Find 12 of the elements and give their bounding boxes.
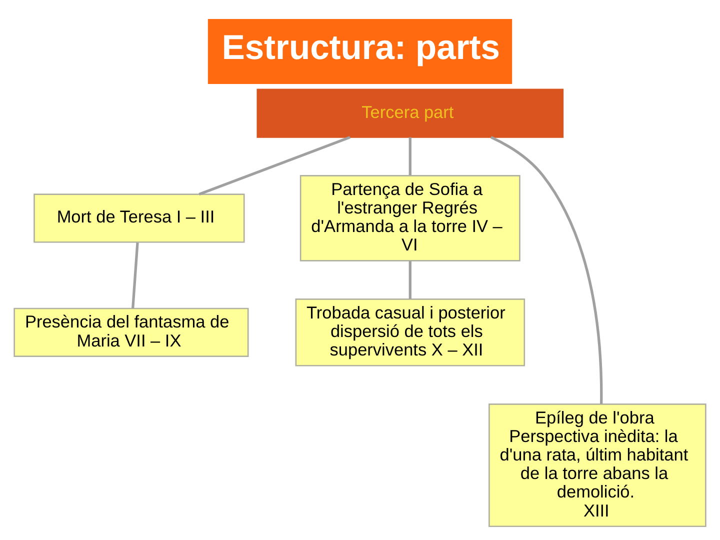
node-box: Epíleg de l'obra Perspectiva inèdita: la d'una rata, últim habitant de la torre abans la demolició. XIII [488,403,706,528]
node-box: Presència del fantasma de Maria VII – IX [14,308,249,357]
node-box: Trobada casual i posterior dispersió de tots els supervivents X – XII [295,298,526,366]
connector [408,261,412,299]
connector [490,136,603,404]
connector [198,136,350,196]
node-box: Mort de Teresa I – III [34,194,245,243]
node-box: Partença de Sofia a l'estranger Regrés d'Armanda a la torre IV – VI [300,175,520,262]
node-box: Tercera part [256,88,564,138]
connector [132,242,139,308]
connector [408,137,412,176]
diagram-title: Estructura: parts [222,29,500,68]
